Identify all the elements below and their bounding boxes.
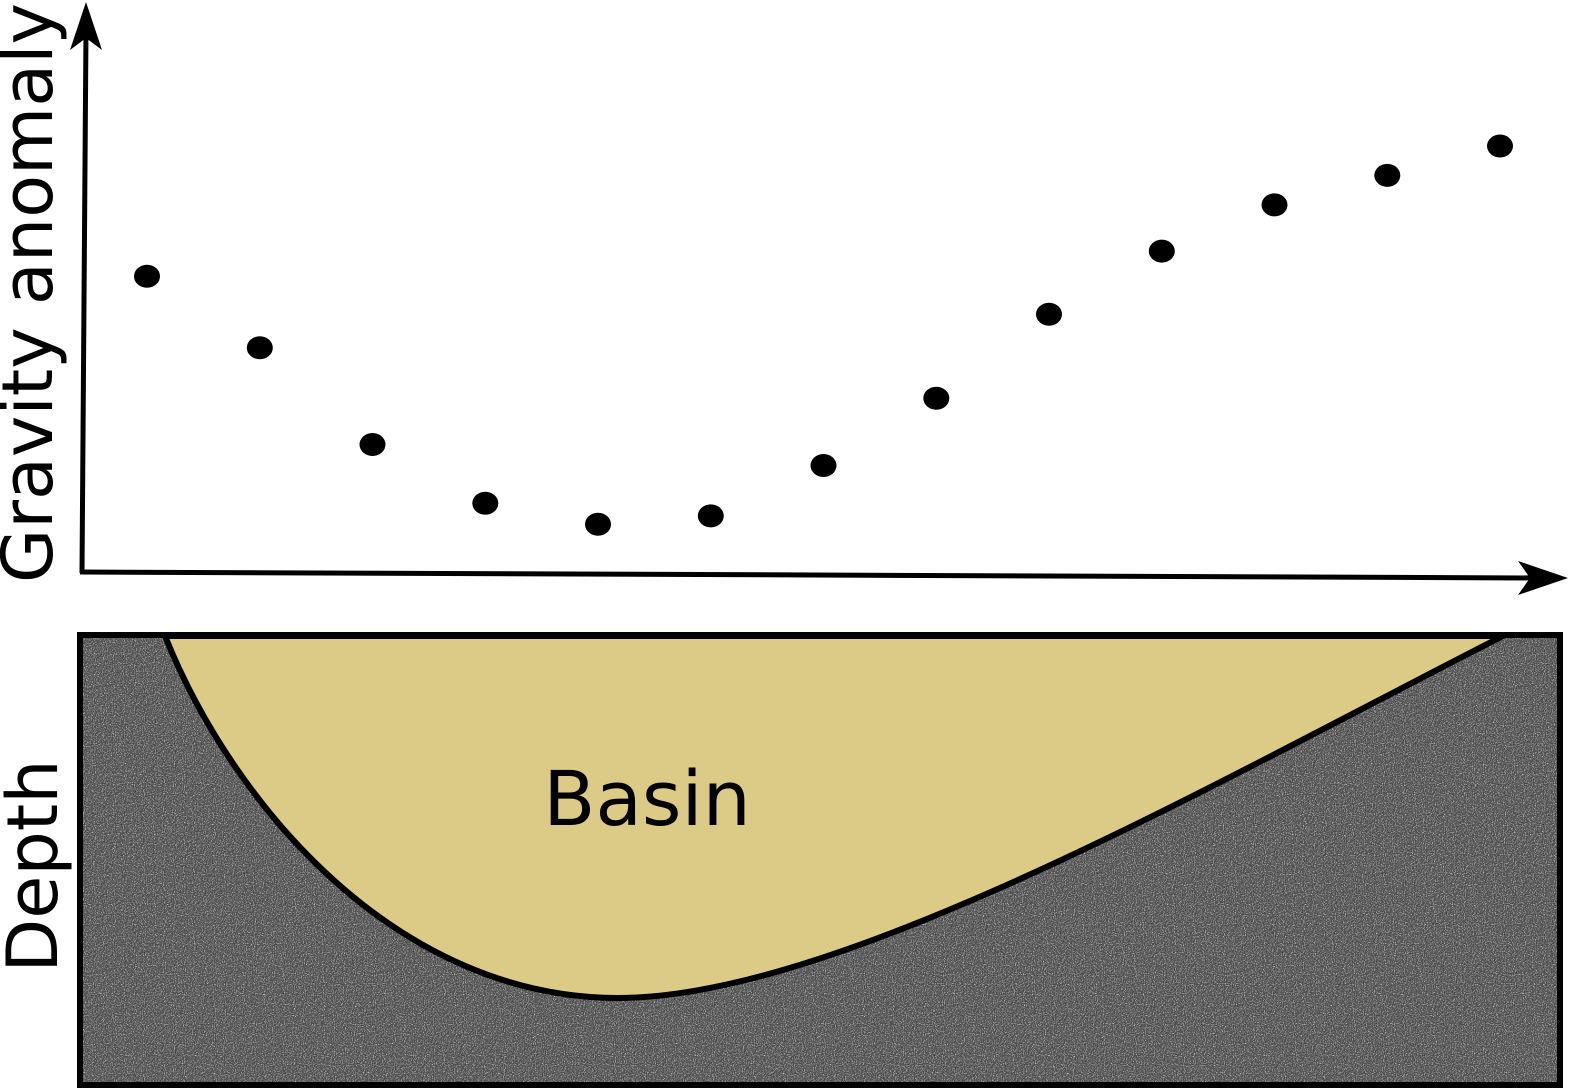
y-axis-arrow-icon xyxy=(70,2,102,50)
data-point xyxy=(1261,193,1288,217)
data-point xyxy=(585,512,611,536)
gravity-plot: Gravity anomaly xyxy=(0,2,1568,595)
data-point xyxy=(134,264,160,288)
data-point xyxy=(359,433,386,456)
depth-axis-title: Depth xyxy=(0,759,74,972)
depth-cross-section: Basin Depth xyxy=(0,632,1563,1088)
cross-section-frame xyxy=(77,632,1563,1088)
data-point xyxy=(1036,302,1062,326)
data-point xyxy=(923,386,950,410)
data-point xyxy=(697,504,724,528)
gravity-axis-title: Gravity anomaly xyxy=(0,3,69,583)
data-point xyxy=(1374,163,1401,187)
data-point xyxy=(472,491,499,515)
data-point xyxy=(246,336,273,360)
data-point xyxy=(1487,134,1513,158)
data-points xyxy=(134,134,1513,536)
x-axis-line xyxy=(79,569,1541,581)
y-axis-line xyxy=(79,29,89,574)
basin-label: Basin xyxy=(543,754,751,843)
data-point xyxy=(1148,239,1175,263)
x-axis-arrow-icon xyxy=(1518,561,1568,595)
data-point xyxy=(810,454,837,477)
basin-shape xyxy=(162,633,1506,1001)
